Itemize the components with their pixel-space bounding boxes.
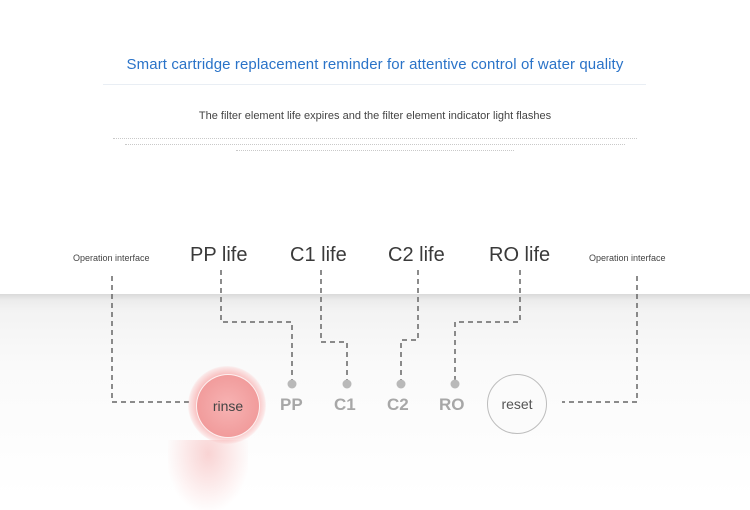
fine-print-line — [113, 138, 637, 141]
leader-line-right — [562, 276, 638, 403]
leader-line-c2 — [400, 270, 419, 382]
c2-life-label: C2 life — [388, 244, 445, 266]
c1-indicator: C1 — [334, 395, 356, 414]
leader-line-c1 — [320, 270, 348, 382]
operation-interface-label-right: Operation interface — [589, 253, 666, 263]
control-panel-surface — [0, 294, 750, 498]
leader-lines — [111, 270, 638, 403]
c2-indicator: C2 — [387, 395, 409, 414]
finger-press-glow — [168, 440, 248, 510]
product-infographic: Smart cartridge replacement reminder for… — [0, 56, 750, 510]
fine-print-block — [113, 138, 637, 156]
indicator-dot-c2 — [396, 379, 406, 389]
pp-indicator: PP — [280, 395, 303, 414]
page-title: Smart cartridge replacement reminder for… — [126, 56, 624, 73]
fine-print-line — [236, 150, 514, 153]
reset-button[interactable]: reset — [487, 374, 547, 434]
c1-life-label: C1 life — [290, 244, 347, 266]
pp-life-label: PP life — [190, 244, 248, 266]
fine-print-line — [125, 144, 625, 147]
leader-line-pp — [220, 270, 293, 382]
page-subtitle: The filter element life expires and the … — [198, 110, 552, 122]
ro-life-label: RO life — [489, 244, 551, 266]
indicator-dot-c1 — [342, 379, 352, 389]
operation-interface-label-left: Operation interface — [73, 253, 150, 263]
rinse-button[interactable]: rinse — [196, 374, 260, 438]
title-divider — [103, 84, 646, 85]
leader-line-ro — [454, 270, 521, 382]
ro-indicator: RO — [439, 395, 465, 414]
leader-line-left — [111, 276, 192, 403]
indicator-dot-pp — [287, 379, 297, 389]
indicator-dot-ro — [450, 379, 460, 389]
panel-edge-shadow — [0, 294, 750, 300]
